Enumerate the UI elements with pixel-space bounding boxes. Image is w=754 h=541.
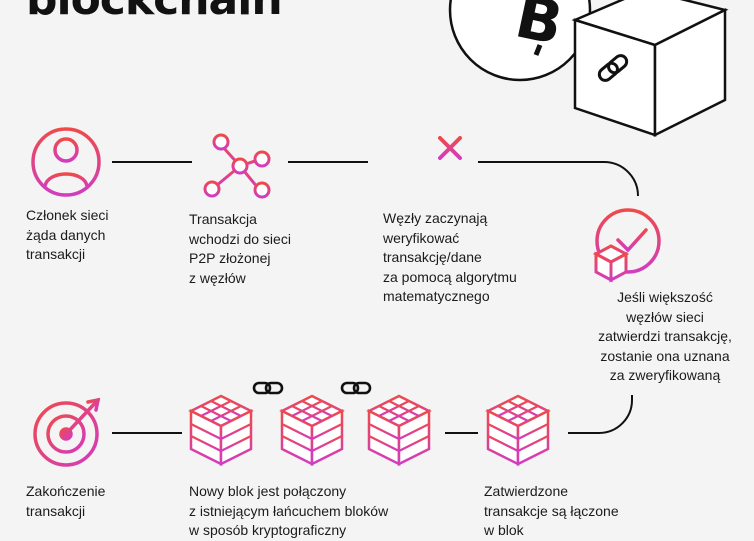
user-icon [31, 127, 101, 197]
cube-block-icon [486, 394, 550, 466]
step-5-label: Zatwierdzone transakcje są łączone w blo… [484, 483, 619, 538]
step-1-label: Członek sieci żąda danych transakcji [26, 207, 109, 262]
network-nodes-icon [203, 133, 271, 199]
verified-block-icon [592, 208, 661, 283]
step-4-label: Jeśli większość węzłów sieci zatwierdzi … [598, 289, 732, 383]
chained-blocks-icon [189, 381, 431, 466]
flow-connectors [112, 161, 639, 434]
math-operators-icon [388, 136, 465, 197]
chain-link-icon [252, 381, 284, 395]
coin-icon: B [448, 0, 592, 82]
chain-link-icon [340, 381, 372, 395]
step-2-label: Transakcja wchodzi do sieci P2P złożonej… [189, 211, 291, 286]
page-title: blockchain [26, 0, 283, 25]
step-3-label: Węzły zaczynają weryfikować transakcję/d… [383, 210, 517, 304]
step-6-label: Nowy blok jest połączony z istniejącym ł… [189, 483, 389, 538]
chain-box-icon [571, 0, 729, 138]
target-icon [33, 397, 101, 467]
step-7-label: Zakończenie transakcji [26, 483, 106, 519]
